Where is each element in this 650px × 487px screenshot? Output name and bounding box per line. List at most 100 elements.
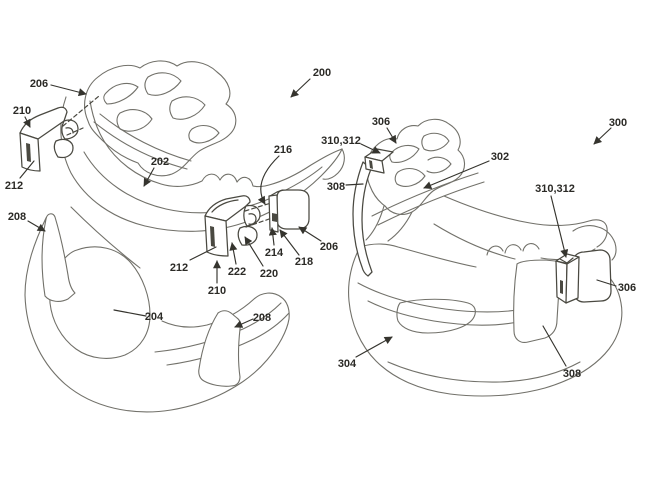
lower-tray-pocket xyxy=(396,298,476,334)
blob-lower-fold xyxy=(365,205,385,241)
lower-tray-top-edge xyxy=(359,243,477,268)
tooth-fold xyxy=(394,167,426,187)
lower-tray-bottom-line xyxy=(387,361,581,383)
cleat-slot xyxy=(210,226,215,247)
ref-label-208: 208 xyxy=(8,211,26,223)
alignment-dash xyxy=(245,217,273,228)
cleat-top-notch xyxy=(559,257,574,264)
leader-204 xyxy=(113,309,147,317)
leader-208 xyxy=(27,220,46,232)
leader-216 xyxy=(257,155,280,205)
ref-label-204: 204 xyxy=(145,311,164,323)
strap-outline xyxy=(352,161,373,277)
upper-tray-outer-edge xyxy=(60,96,343,232)
lower-tray-arm-band xyxy=(154,302,282,353)
wing-308-right-fig xyxy=(513,259,561,343)
tooth-fold xyxy=(426,156,452,174)
anterior-teeth-outline xyxy=(84,60,237,177)
cleat-210-detached xyxy=(19,106,79,172)
ref-label-306: 306 xyxy=(618,282,636,294)
leader-304 xyxy=(355,336,393,358)
ref-label-210: 210 xyxy=(13,105,31,117)
cleat-210-male xyxy=(204,195,261,257)
ref-label-218: 218 xyxy=(295,256,313,268)
wing-208-left xyxy=(41,213,76,302)
leader-206 xyxy=(298,226,322,242)
ref-label-308: 308 xyxy=(563,368,581,380)
leader-310-312 xyxy=(550,195,569,258)
clip-lower-prong xyxy=(53,138,74,159)
upper-tray-occlusal-edge xyxy=(89,100,343,188)
ref-label-310-312: 310,312 xyxy=(321,135,361,147)
leader-208 xyxy=(234,318,254,328)
cleat-side-face xyxy=(565,256,580,304)
leader-310-312 xyxy=(360,143,381,154)
incisal-edge-line xyxy=(377,181,485,226)
ref-label-216: 216 xyxy=(274,144,292,156)
leader-302 xyxy=(423,160,490,189)
ref-label-210: 210 xyxy=(208,285,226,297)
ref-label-208: 208 xyxy=(253,312,271,324)
upper-tray-distal-curl xyxy=(322,148,345,180)
upper-tray-202 xyxy=(60,60,345,232)
cleat-top-face xyxy=(204,195,251,222)
lower-tray-arm-band xyxy=(166,312,290,366)
leader-308 xyxy=(542,325,567,367)
ref-label-310-312: 310,312 xyxy=(535,183,575,195)
arch-band-bottom-edge xyxy=(433,223,516,260)
lower-tray-inner-rim xyxy=(367,300,539,326)
tooth-fold xyxy=(116,109,153,132)
alignment-dash xyxy=(244,202,272,212)
tooth-fold xyxy=(169,96,206,120)
leader-206 xyxy=(50,84,87,97)
cleat-slot xyxy=(369,160,373,169)
ref-label-302: 302 xyxy=(491,151,509,163)
tooth-fold xyxy=(389,144,420,163)
female-block-body xyxy=(276,189,310,230)
leader-306 xyxy=(596,279,617,287)
ref-label-206: 206 xyxy=(30,78,48,90)
leader-200 xyxy=(290,78,311,98)
cleat-slot xyxy=(26,143,31,162)
ref-label-200: 200 xyxy=(313,67,331,79)
tooth-fold xyxy=(421,132,450,152)
tooth-fold xyxy=(144,72,182,96)
lower-tray-outer-edge xyxy=(348,246,623,397)
cleat-front-face xyxy=(204,215,229,257)
ref-label-202: 202 xyxy=(151,156,169,168)
molar-cusp xyxy=(522,243,540,252)
lower-tray-outer-edge xyxy=(24,217,290,413)
arch-band-top-edge xyxy=(443,195,608,248)
leader-218 xyxy=(279,229,300,256)
incisal-edge-line xyxy=(99,113,192,162)
cleat-top-contour xyxy=(211,199,239,213)
leader-214 xyxy=(268,227,277,246)
leader-202 xyxy=(143,167,155,187)
lower-tray-ridge-line xyxy=(70,206,141,269)
ref-label-222: 222 xyxy=(228,266,246,278)
leader-308 xyxy=(345,183,364,186)
molar-cusp xyxy=(486,245,504,256)
leader-line-layer xyxy=(19,78,617,367)
ref-label-300: 300 xyxy=(609,117,627,129)
blob-lower-fold xyxy=(387,211,413,242)
ref-label-306: 306 xyxy=(372,116,390,128)
incisal-edge-line xyxy=(93,121,188,170)
ref-label-308: 308 xyxy=(327,181,345,193)
tooth-fold xyxy=(103,82,139,105)
upper-tray-302 xyxy=(365,118,617,261)
cleat-310-312-right xyxy=(555,253,580,304)
assembly-300 xyxy=(348,118,623,397)
wing-outline xyxy=(513,259,561,343)
ref-label-212: 212 xyxy=(170,262,188,274)
wing-outline xyxy=(198,310,241,387)
distal-lobe xyxy=(572,225,617,261)
leader-212 xyxy=(19,160,35,179)
leader-212 xyxy=(189,246,217,261)
leader-222 xyxy=(229,242,238,265)
clip-upper-prong xyxy=(61,119,79,140)
wing-outline xyxy=(41,213,76,302)
wing-208-right xyxy=(198,310,241,387)
ref-label-220: 220 xyxy=(260,268,278,280)
